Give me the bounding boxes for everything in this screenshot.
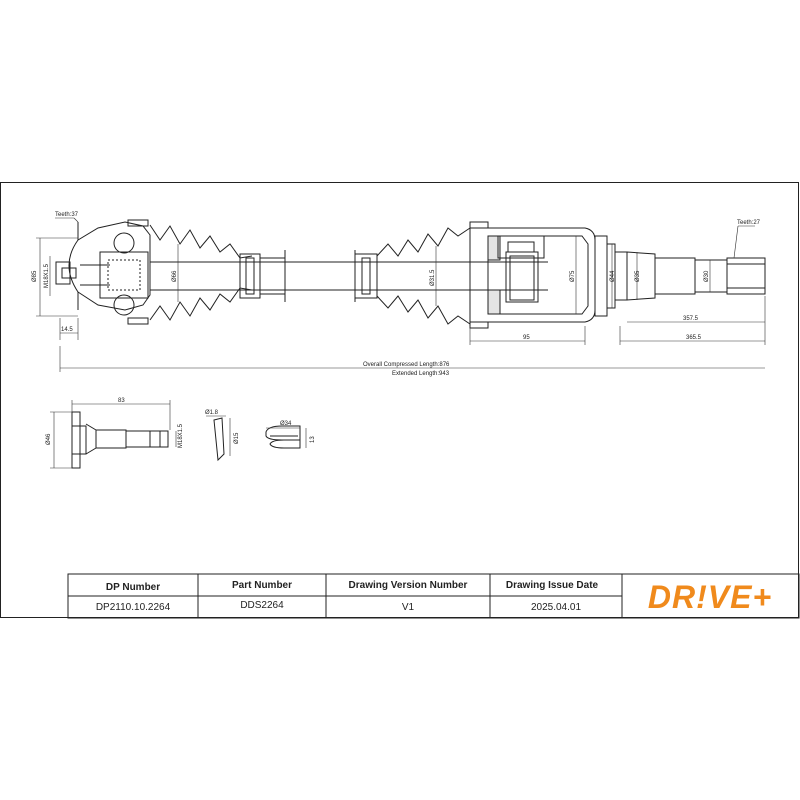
bolt-head-d-label: Ø46	[46, 433, 52, 445]
shaft	[150, 250, 520, 302]
teeth-left-label: Teeth:37	[55, 212, 79, 218]
bolt-detail	[71, 411, 169, 469]
value-drawing-version: V1	[402, 602, 415, 613]
ring-thickness-label: Ø1.8	[205, 410, 219, 416]
header-drawing-version: Drawing Version Number	[349, 580, 468, 591]
dim-thread: M18X1.5	[44, 263, 50, 288]
tripod-housing	[469, 227, 596, 323]
stub-shaft	[594, 235, 766, 317]
left-cv-joint	[55, 221, 151, 316]
dim-d30: Ø30	[704, 270, 710, 282]
dim-14-5: 14.5	[61, 327, 73, 333]
overall-compressed-length: Overall Compressed Length:876	[363, 362, 450, 368]
ring-detail	[213, 417, 225, 462]
dim-d44: Ø44	[610, 270, 616, 282]
value-issue-date: 2025.04.01	[531, 602, 581, 613]
dimension-labels: Teeth:37 Teeth:27 Ø85 M18X1.5 Ø66 14.5 Ø…	[32, 212, 761, 377]
dim-d75: Ø75	[570, 270, 576, 282]
header-part-number: Part Number	[232, 580, 292, 591]
dim-d66: Ø66	[172, 270, 178, 282]
dim-357-5: 357.5	[683, 316, 699, 322]
header-issue-date: Drawing Issue Date	[506, 580, 599, 591]
clip-detail	[265, 425, 301, 449]
bolt-thread-label: M18X1.5	[178, 423, 184, 448]
value-part-number: DDS2264	[240, 600, 284, 611]
bolt-length-label: 83	[118, 398, 125, 404]
dim-365-5: 365.5	[686, 335, 702, 341]
drive-logo: DR!VE+	[648, 579, 772, 615]
clip-d-label: Ø34	[280, 421, 292, 427]
extended-length: Extended Length:943	[392, 371, 450, 377]
left-boot	[127, 219, 253, 325]
dim-d85: Ø85	[32, 270, 38, 282]
dimension-lines	[36, 217, 766, 372]
teeth-right-label: Teeth:27	[737, 220, 761, 226]
dim-d31-5: Ø31.5	[430, 269, 436, 286]
header-dp-number: DP Number	[106, 582, 160, 593]
clip-h-label: 13	[310, 436, 316, 443]
dim-95: 95	[523, 335, 530, 341]
value-dp-number: DP2110.10.2264	[96, 602, 171, 613]
dim-d35: Ø35	[635, 270, 641, 282]
ring-d-label: Ø15	[234, 432, 240, 444]
title-block: DP Number Part Number Drawing Version Nu…	[67, 573, 800, 619]
